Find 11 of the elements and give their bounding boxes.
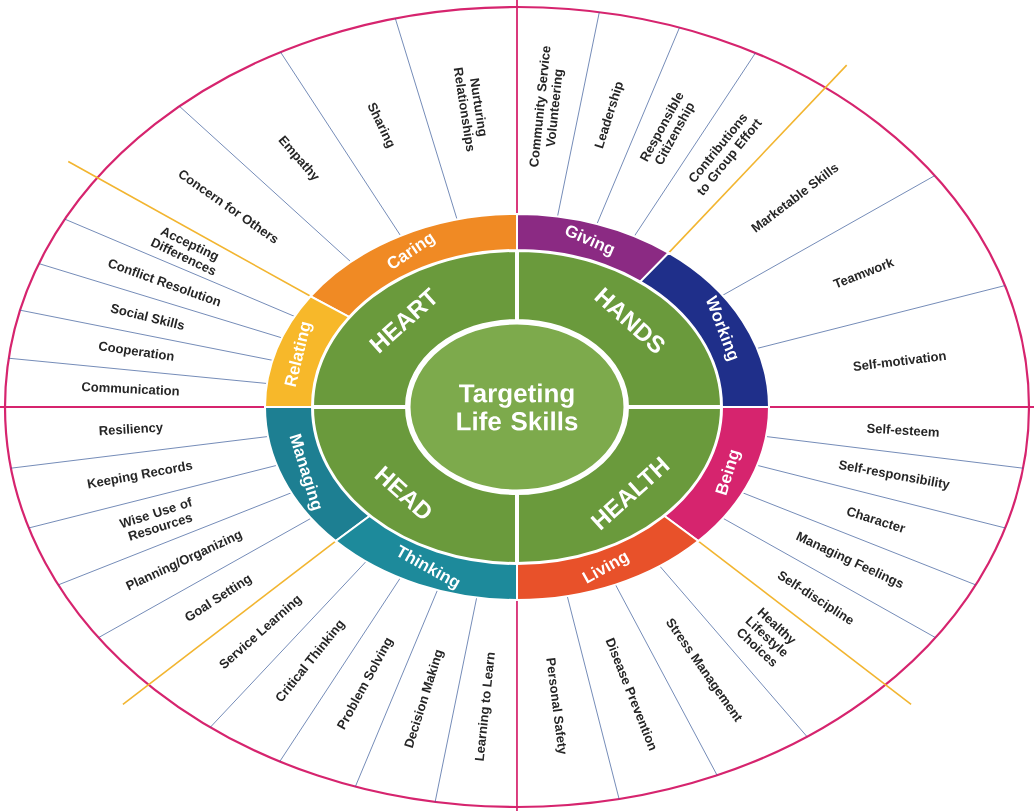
skill-label: Nurturing Relationships [453,67,486,152]
skill-label: Communication [82,382,179,396]
skill-label: Cooperation [99,341,174,361]
skill-label: Community Service Volunteering [529,46,566,167]
skill-label: Learning to Learn [474,652,495,761]
skill-label: Self-motivation [853,352,946,371]
skill-label: Social Skills [110,304,184,330]
skill-label: Personal Safety [546,657,566,754]
skill-label: Resiliency [99,423,163,436]
skill-label: Self-esteem [866,423,939,437]
skill-label: Keeping Records [87,461,193,489]
